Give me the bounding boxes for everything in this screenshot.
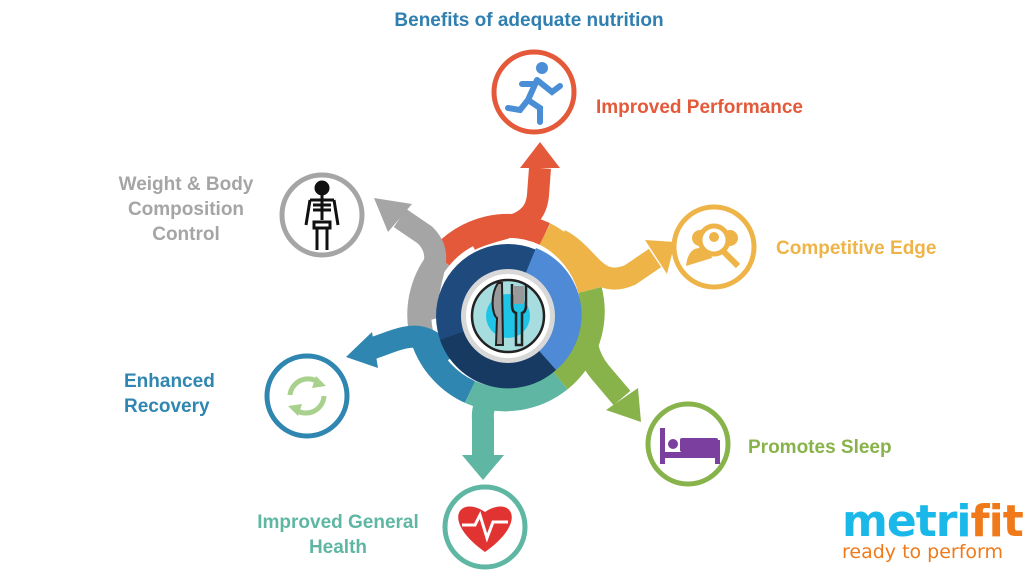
arrow-health bbox=[471, 374, 550, 455]
label-sleep: Promotes Sleep bbox=[748, 437, 892, 458]
arrow-weight bbox=[393, 208, 447, 323]
arrowhead-performance bbox=[520, 142, 560, 168]
logo-tagline: ready to perform bbox=[842, 541, 1004, 563]
arrowhead-recovery bbox=[346, 332, 378, 368]
arrow-sleep bbox=[574, 297, 631, 406]
arrowhead-weight bbox=[374, 198, 412, 232]
group-magnifier-icon bbox=[686, 223, 741, 269]
label-weight: Weight & Body Composition Control bbox=[118, 174, 254, 245]
label-health: Improved General Health bbox=[257, 512, 419, 558]
arrowhead-health bbox=[462, 455, 504, 480]
page-title: Benefits of adequate nutrition bbox=[394, 10, 664, 31]
bed-icon bbox=[660, 428, 720, 464]
arrowhead-sleep bbox=[606, 388, 641, 422]
label-competitive: Competitive Edge bbox=[776, 238, 937, 259]
plate-knife-fork-icon bbox=[470, 278, 546, 354]
logo: metrifit® bbox=[842, 496, 1024, 547]
arrowhead-competitive bbox=[645, 240, 675, 274]
heartbeat-icon bbox=[458, 506, 512, 552]
arrow-recovery bbox=[364, 325, 458, 367]
arrow-competitive bbox=[554, 230, 662, 290]
circle-recovery bbox=[264, 353, 350, 439]
recycle-arrows-icon bbox=[287, 376, 327, 416]
label-performance: Improved Performance bbox=[596, 97, 803, 118]
skeleton-icon bbox=[304, 180, 340, 250]
arrow-performance bbox=[465, 167, 551, 251]
running-person-icon bbox=[505, 62, 563, 125]
label-recovery: Enhanced Recovery bbox=[124, 371, 215, 417]
